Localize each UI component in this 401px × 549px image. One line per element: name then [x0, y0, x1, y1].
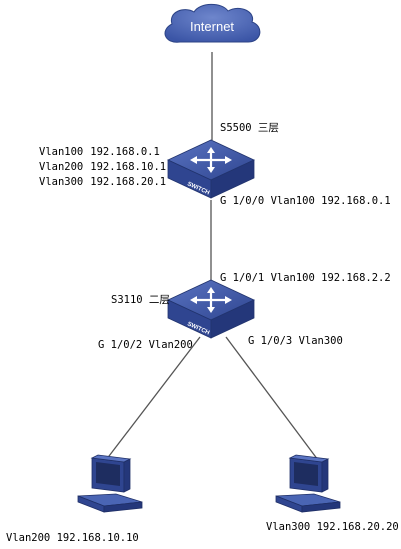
links	[105, 52, 319, 461]
access-switch-name: S3110 二层	[111, 294, 170, 306]
cloud-icon	[164, 3, 261, 43]
access-port-left: G 1/0/2 Vlan200	[98, 339, 193, 351]
host-left-label: Vlan200 192.168.10.10	[6, 532, 139, 544]
link-access-host-left	[105, 336, 201, 461]
internet-cloud: Internet	[164, 3, 261, 43]
host-left: Vlan200 192.168.10.10	[6, 454, 143, 544]
computer-icon	[275, 454, 341, 513]
host-right: Vlan300 192.168.20.20	[266, 454, 399, 533]
computer-icon	[77, 454, 143, 513]
host-right-label: Vlan300 192.168.20.20	[266, 521, 399, 533]
access-uplink-port: G 1/0/1 Vlan100 192.168.2.2	[220, 272, 391, 284]
internet-label: Internet	[190, 19, 234, 34]
core-downlink-port: G 1/0/0 Vlan100 192.168.0.1	[220, 195, 391, 207]
access-switch: SWITCH G 1/0/1 Vlan100 192.168.2.2 S3110…	[98, 272, 391, 351]
link-access-host-right	[225, 336, 319, 461]
core-switch-name: S5500 三层	[220, 122, 279, 134]
access-port-right: G 1/0/3 Vlan300	[248, 335, 343, 347]
switch-icon: SWITCH	[167, 139, 255, 199]
switch-icon: SWITCH	[167, 279, 255, 339]
